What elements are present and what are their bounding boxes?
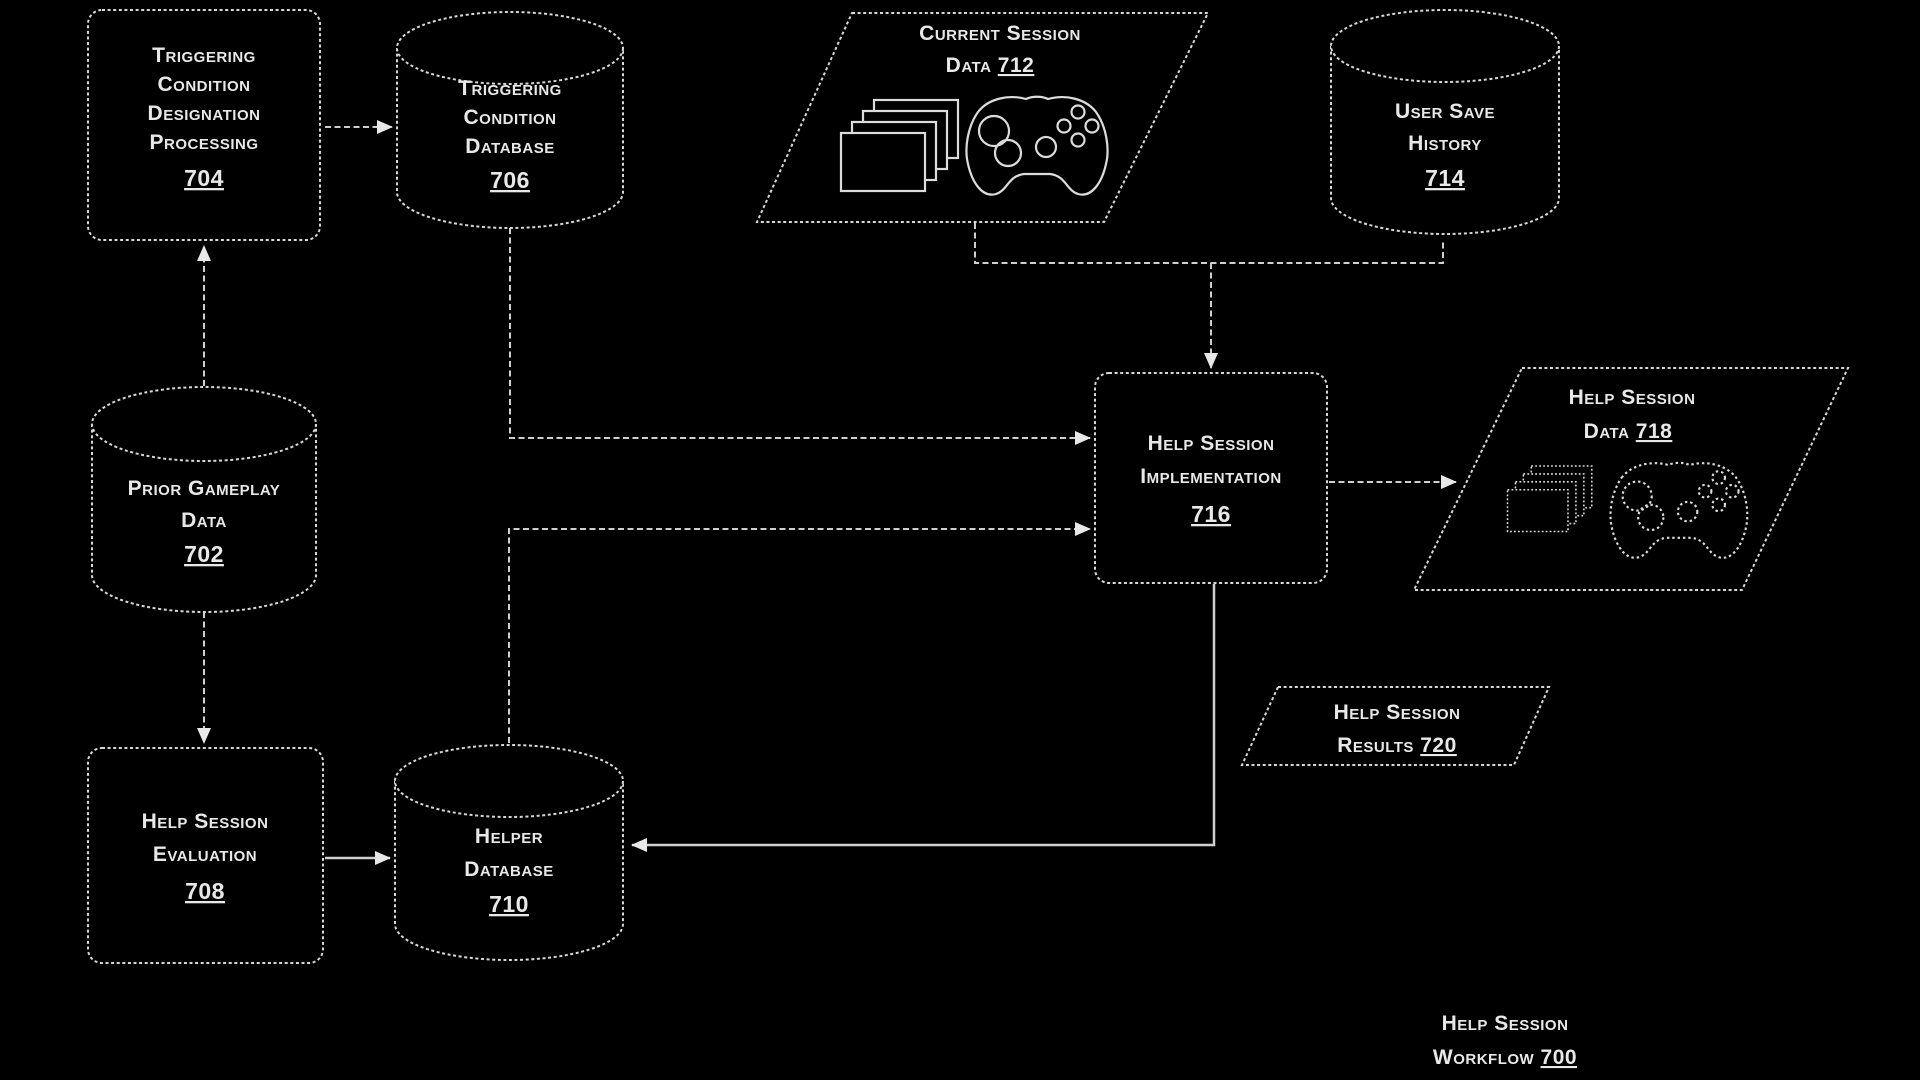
node-help-session-data: Help Session Data 718 bbox=[1412, 367, 1850, 591]
node-702-label-line2: Data bbox=[181, 509, 227, 532]
node-704-reference-number: 704 bbox=[184, 165, 224, 191]
node-triggering-condition-designation-processing: Triggering Condition Designation Process… bbox=[87, 9, 321, 241]
node-708-label-line2: Evaluation bbox=[153, 843, 257, 866]
node-718-label-line2-text: Data bbox=[1584, 420, 1636, 443]
figure-caption-line2: Workflow 700 bbox=[1433, 1046, 1577, 1069]
node-708-label-line1: Help Session bbox=[142, 810, 269, 833]
node-704-label-line1: Triggering bbox=[152, 44, 256, 67]
node-720-label-line2-text: Results bbox=[1337, 734, 1420, 757]
database-cylinder-702-top bbox=[91, 386, 317, 462]
figure-caption: Help Session Workflow 700 bbox=[1433, 1012, 1577, 1069]
database-cylinder-714-top bbox=[1330, 9, 1560, 83]
node-702-reference-number: 702 bbox=[184, 541, 224, 567]
node-714-label-line1: User Save bbox=[1395, 100, 1495, 123]
node-716-label-line1: Help Session bbox=[1148, 432, 1275, 455]
node-712-label-line2: Data 712 bbox=[946, 54, 1035, 77]
node-710-reference-number: 710 bbox=[489, 891, 529, 917]
node-720-reference-number: 720 bbox=[1420, 734, 1457, 757]
database-cylinder-706 bbox=[396, 48, 624, 229]
node-help-session-evaluation: Help Session Evaluation 708 bbox=[87, 747, 324, 964]
node-user-save-history: User Save History 714 bbox=[1330, 9, 1560, 235]
node-716-label-line2: Implementation bbox=[1140, 465, 1281, 488]
database-cylinder-710 bbox=[394, 781, 624, 961]
node-current-session-data: Current Session Data 712 bbox=[755, 12, 1210, 223]
arrow-710-to-716 bbox=[508, 522, 1091, 743]
figure-caption-line2-text: Workflow bbox=[1433, 1046, 1541, 1069]
node-718-reference-number: 718 bbox=[1636, 420, 1673, 443]
node-706-reference-number: 706 bbox=[490, 167, 530, 193]
node-720-label-line2: Results 720 bbox=[1337, 734, 1457, 757]
data-parallelogram-720 bbox=[1240, 686, 1551, 766]
node-708-reference-number: 708 bbox=[185, 878, 225, 904]
node-704-label-line3: Designation bbox=[148, 102, 261, 125]
node-712-label-line1: Current Session bbox=[919, 22, 1081, 45]
figure-caption-line1: Help Session bbox=[1442, 1012, 1569, 1035]
process-box-704 bbox=[87, 9, 321, 241]
data-parallelogram-718 bbox=[1412, 367, 1850, 591]
node-702-label-line1: Prior Gameplay bbox=[128, 477, 281, 500]
figure-reference-number: 700 bbox=[1541, 1046, 1578, 1069]
node-706-label-line3: Database bbox=[465, 135, 554, 158]
node-710-label-line2: Database bbox=[464, 858, 553, 881]
connector-arrows bbox=[197, 120, 1457, 865]
database-cylinder-702 bbox=[91, 424, 317, 613]
arrow-716-to-710 bbox=[631, 584, 1216, 852]
node-help-session-results: Help Session Results 720 bbox=[1240, 686, 1551, 766]
node-helper-database: Helper Database 710 bbox=[394, 744, 624, 961]
bus-line-712-714 bbox=[974, 223, 1444, 264]
node-714-reference-number: 714 bbox=[1425, 165, 1465, 191]
node-714-label-line2: History bbox=[1408, 132, 1482, 155]
node-704-label-line2: Condition bbox=[158, 73, 251, 96]
arrow-706-to-716 bbox=[509, 228, 1091, 445]
node-718-label-line2: Data 718 bbox=[1584, 420, 1673, 443]
node-710-label-line1: Helper bbox=[475, 825, 543, 848]
process-box-708 bbox=[87, 747, 324, 964]
node-706-label-line2: Condition bbox=[464, 106, 557, 129]
node-712-label-line2-text: Data bbox=[946, 54, 998, 77]
node-712-reference-number: 712 bbox=[998, 54, 1035, 77]
database-cylinder-710-top bbox=[394, 744, 624, 818]
node-prior-gameplay-data: Prior Gameplay Data 702 bbox=[91, 386, 317, 613]
node-triggering-condition-database: Triggering Condition Database 706 bbox=[396, 11, 624, 229]
database-cylinder-714 bbox=[1330, 46, 1560, 235]
node-help-session-implementation: Help Session Implementation 716 bbox=[1094, 372, 1328, 584]
node-718-label-line1: Help Session bbox=[1569, 386, 1696, 409]
node-716-reference-number: 716 bbox=[1191, 501, 1231, 527]
node-706-label-line1: Triggering bbox=[458, 77, 562, 100]
process-box-716 bbox=[1094, 372, 1328, 584]
database-cylinder-706-top bbox=[396, 11, 624, 85]
node-704-label-line4: Processing bbox=[149, 131, 258, 154]
node-720-label-line1: Help Session bbox=[1334, 701, 1461, 724]
